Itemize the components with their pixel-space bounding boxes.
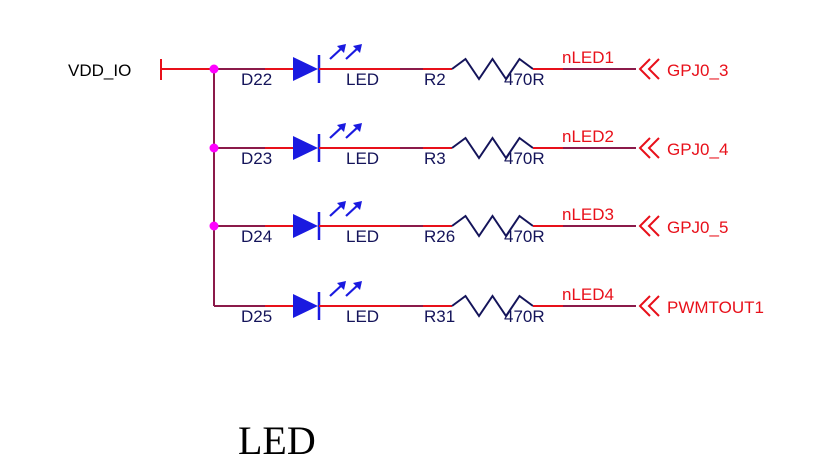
light-arrow-head	[337, 44, 346, 53]
port-label: GPJ0_4	[667, 140, 728, 159]
led-diode-body	[293, 294, 318, 318]
resistor-zigzag	[451, 294, 534, 318]
resistor-zigzag	[451, 214, 534, 238]
net-label: nLED3	[562, 205, 614, 224]
junction-dot	[209, 64, 219, 74]
diode-value-label: LED	[346, 149, 379, 168]
net-label: nLED1	[562, 48, 614, 67]
caption-title: LED	[238, 418, 316, 463]
vdd-io-label: VDD_IO	[68, 61, 131, 80]
diode-ref-label: D23	[241, 149, 272, 168]
resistor-ref-label: R2	[424, 70, 446, 89]
port-chevron-icon	[638, 137, 651, 159]
light-arrow-head	[337, 123, 346, 132]
port-chevron-icon	[647, 215, 660, 237]
diode-value-label: LED	[346, 70, 379, 89]
diode-ref-label: D24	[241, 227, 272, 246]
light-arrow-head	[353, 123, 362, 132]
port-label: PWMTOUT1	[667, 298, 764, 317]
led-diode-body	[293, 136, 318, 160]
port-chevron-icon	[638, 295, 651, 317]
diode-ref-label: D22	[241, 70, 272, 89]
diode-value-label: LED	[346, 227, 379, 246]
port-label: GPJ0_3	[667, 61, 728, 80]
resistor-zigzag	[451, 57, 534, 81]
diode-ref-label: D25	[241, 307, 272, 326]
resistor-value-label: 470R	[504, 307, 545, 326]
port-chevron-icon	[647, 295, 660, 317]
led-diode-body	[293, 57, 318, 81]
port-chevron-icon	[647, 137, 660, 159]
light-arrow-head	[353, 44, 362, 53]
resistor-zigzag	[451, 136, 534, 160]
resistor-ref-label: R31	[424, 307, 455, 326]
light-arrow-head	[337, 201, 346, 210]
net-label: nLED4	[562, 285, 614, 304]
junction-dot	[209, 143, 219, 153]
resistor-ref-label: R26	[424, 227, 455, 246]
port-label: GPJ0_5	[667, 218, 728, 237]
port-chevron-icon	[638, 58, 651, 80]
port-chevron-icon	[647, 58, 660, 80]
light-arrow-head	[353, 201, 362, 210]
light-arrow-head	[337, 281, 346, 290]
net-label: nLED2	[562, 127, 614, 146]
port-chevron-icon	[638, 215, 651, 237]
diode-value-label: LED	[346, 307, 379, 326]
led-diode-body	[293, 214, 318, 238]
junction-dot	[209, 221, 219, 231]
resistor-value-label: 470R	[504, 227, 545, 246]
resistor-value-label: 470R	[504, 149, 545, 168]
resistor-ref-label: R3	[424, 149, 446, 168]
resistor-value-label: 470R	[504, 70, 545, 89]
light-arrow-head	[353, 281, 362, 290]
